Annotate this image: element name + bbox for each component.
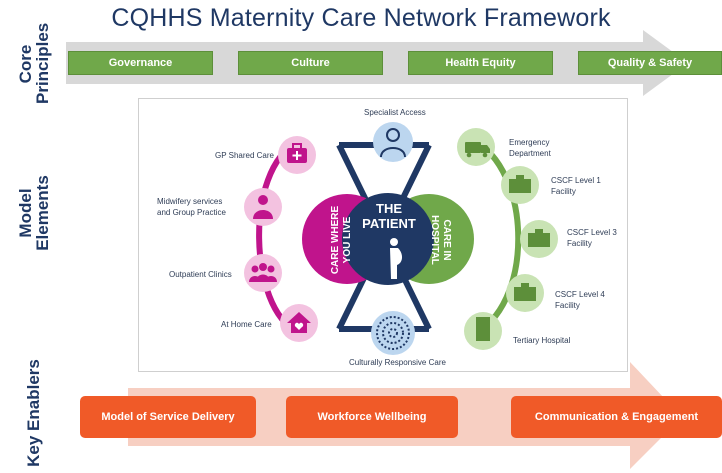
label-midwifery-services: Midwifery services and Group Practice [157, 197, 226, 217]
label-at-home-care: At Home Care [221, 320, 272, 329]
enabler-model-of-service-delivery: Model of Service Delivery [80, 396, 256, 438]
tall-hospital-icon [476, 317, 490, 341]
core-principles-label: Core Principles [16, 22, 52, 104]
label-emergency-department: Emergency Department [509, 138, 551, 158]
principle-quality-safety: Quality & Safety [578, 51, 722, 75]
pregnant-woman-icon [390, 238, 403, 279]
aboriginal-dot-art-icon [376, 316, 410, 350]
model-diagram-panel: CARE WHERE YOU LIVE CARE IN HOSPITAL THE… [138, 98, 628, 372]
label-cscf-level-4: CSCF Level 4 Facility [555, 290, 605, 310]
label-cscf-level-1: CSCF Level 1 Facility [551, 176, 601, 196]
house-heart-icon [287, 312, 311, 333]
label-culturally-responsive-care: Culturally Responsive Care [349, 358, 446, 367]
doctor-icon [380, 128, 406, 158]
center-circle [342, 193, 434, 285]
page-title: CQHHS Maternity Care Network Framework [111, 4, 611, 32]
label-tertiary-hospital: Tertiary Hospital [513, 336, 571, 345]
key-enablers-label: Key Enablers [24, 359, 43, 467]
principle-health-equity: Health Equity [408, 51, 553, 75]
label-cscf-level-3: CSCF Level 3 Facility [567, 228, 617, 248]
center-title: THE PATIENT [362, 201, 416, 231]
enabler-communication-engagement: Communication & Engagement [511, 396, 722, 438]
first-aid-kit-icon [287, 143, 307, 163]
hospital-building-icon [528, 229, 550, 247]
principle-governance: Governance [68, 51, 213, 75]
label-outpatient-clinics: Outpatient Clinics [169, 270, 232, 279]
left-node-3 [244, 254, 282, 292]
group-icon [249, 263, 277, 282]
ambulance-icon [465, 142, 490, 158]
principle-culture: Culture [238, 51, 383, 75]
hospital-building-icon [514, 283, 536, 301]
diagram-graphic [244, 122, 558, 355]
model-elements-label: Model Elements [16, 175, 52, 251]
label-gp-shared-care: GP Shared Care [215, 151, 274, 160]
enabler-workforce-wellbeing: Workforce Wellbeing [286, 396, 458, 438]
label-specialist-access: Specialist Access [364, 108, 426, 117]
hospital-building-icon [509, 175, 531, 193]
left-node-2 [244, 188, 282, 226]
midwife-icon [253, 195, 273, 219]
